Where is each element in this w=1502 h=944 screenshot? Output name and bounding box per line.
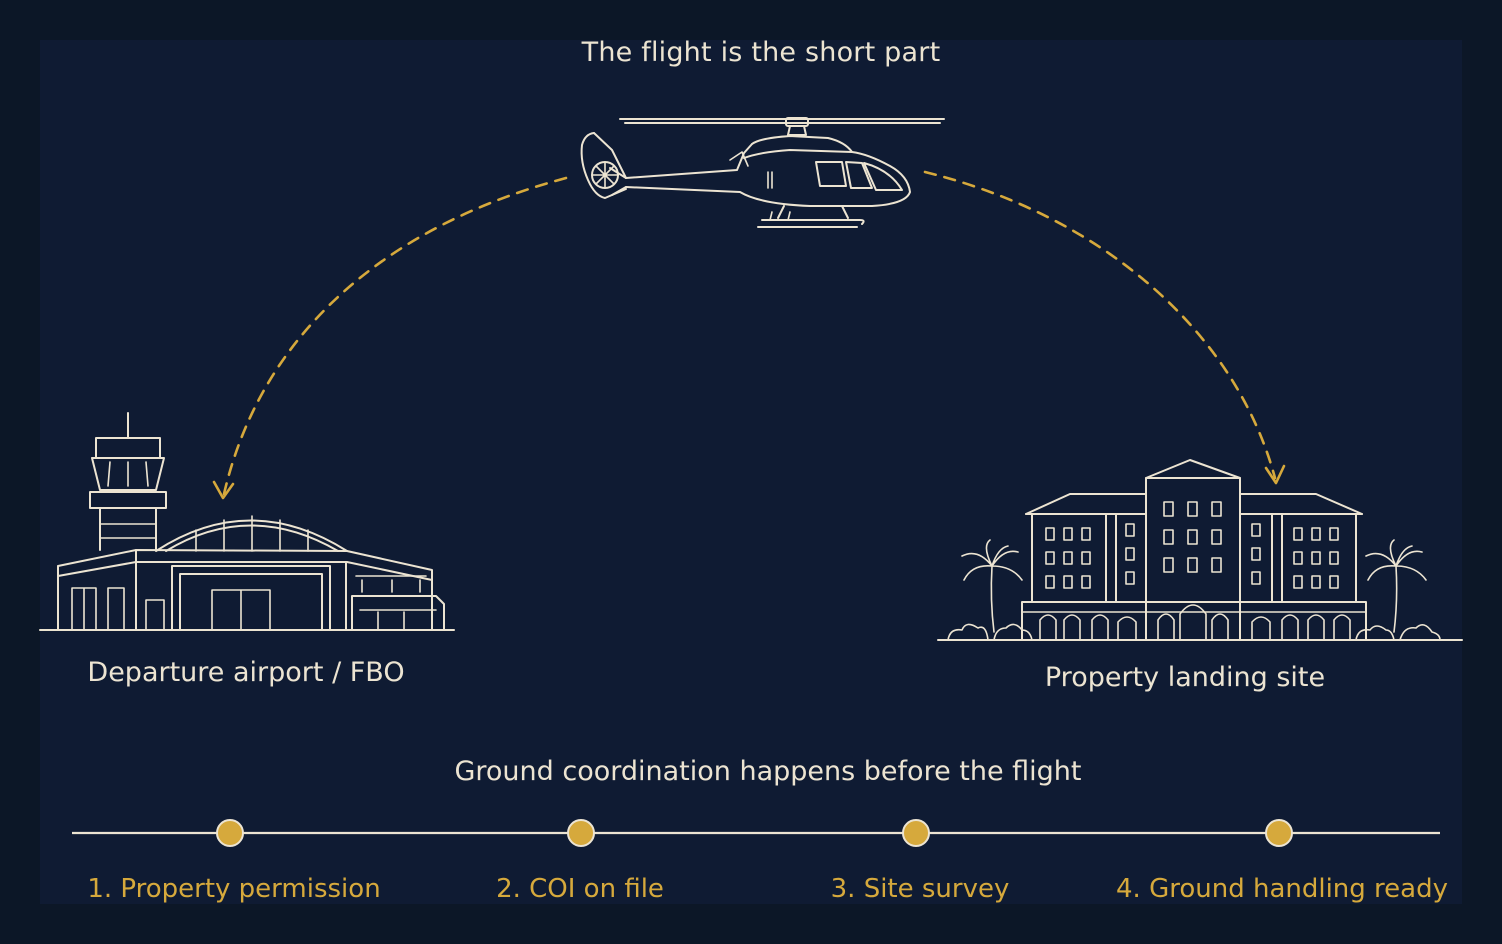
step-marker-3 xyxy=(902,819,930,847)
step-label-3: 3. Site survey xyxy=(831,874,1010,904)
step-label-2: 2. COI on file xyxy=(496,874,664,904)
palm-tree-icon xyxy=(947,539,1441,641)
helicopter-icon xyxy=(580,117,945,228)
destination-arrowhead xyxy=(1264,464,1286,485)
flight-arc-to-destination xyxy=(923,170,1277,480)
step-marker-2 xyxy=(567,819,595,847)
hotel-building-icon xyxy=(937,459,1463,641)
step-label-4: 4. Ground handling ready xyxy=(1116,874,1448,904)
diagram-title: The flight is the short part xyxy=(581,37,941,68)
flight-arc-to-origin xyxy=(222,176,568,496)
timeline-title: Ground coordination happens before the f… xyxy=(454,756,1081,787)
step-marker-4 xyxy=(1265,819,1293,847)
step-marker-1 xyxy=(216,819,244,847)
origin-arrowhead xyxy=(212,480,235,500)
origin-label: Departure airport / FBO xyxy=(87,657,404,688)
airport-terminal-icon xyxy=(39,412,455,631)
destination-label: Property landing site xyxy=(1045,662,1325,693)
step-label-1: 1. Property permission xyxy=(87,874,380,904)
